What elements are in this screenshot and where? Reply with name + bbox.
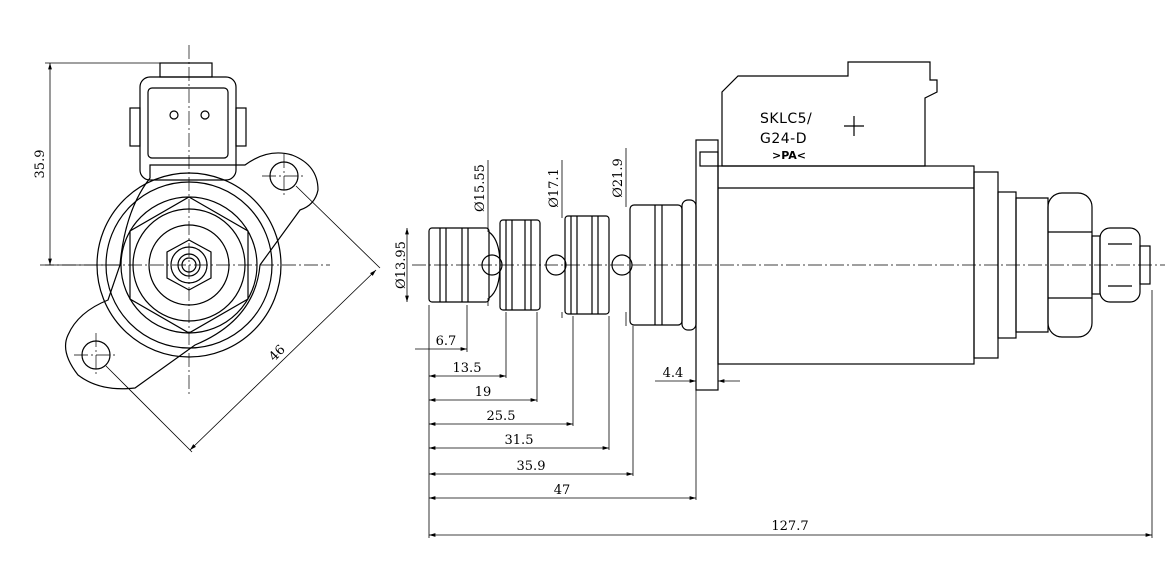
length-35-9: 35.9 bbox=[517, 459, 546, 474]
length-127-7: 127.7 bbox=[771, 519, 808, 534]
side-view: SKLC5/ G24-D >PA< Ø13.95 Ø15.55 Ø17.1 bbox=[394, 61, 1165, 538]
length-19: 19 bbox=[475, 385, 492, 400]
height-dimension: 35.9 bbox=[33, 150, 48, 179]
length-31-5: 31.5 bbox=[505, 433, 534, 448]
diameter-21-9: Ø21.9 bbox=[611, 158, 626, 198]
plus-mark-icon bbox=[844, 116, 864, 136]
length-25-5: 25.5 bbox=[487, 409, 516, 424]
diameter-15-55: Ø15.55 bbox=[473, 164, 488, 212]
model-label-line1: SKLC5/ bbox=[760, 111, 812, 127]
port-label: >PA< bbox=[772, 149, 806, 162]
length-13-5: 13.5 bbox=[453, 361, 482, 376]
front-view: 35.9 46 bbox=[33, 45, 381, 453]
diagonal-dimension: 46 bbox=[266, 342, 288, 364]
flange-thickness-dimension: 4.4 bbox=[663, 366, 684, 381]
length-47: 47 bbox=[554, 483, 571, 498]
model-label-line2: G24-D bbox=[760, 131, 807, 147]
length-6-7: 6.7 bbox=[436, 334, 457, 349]
diameter-17-1: Ø17.1 bbox=[547, 168, 562, 208]
diameter-13-95: Ø13.95 bbox=[394, 241, 409, 289]
